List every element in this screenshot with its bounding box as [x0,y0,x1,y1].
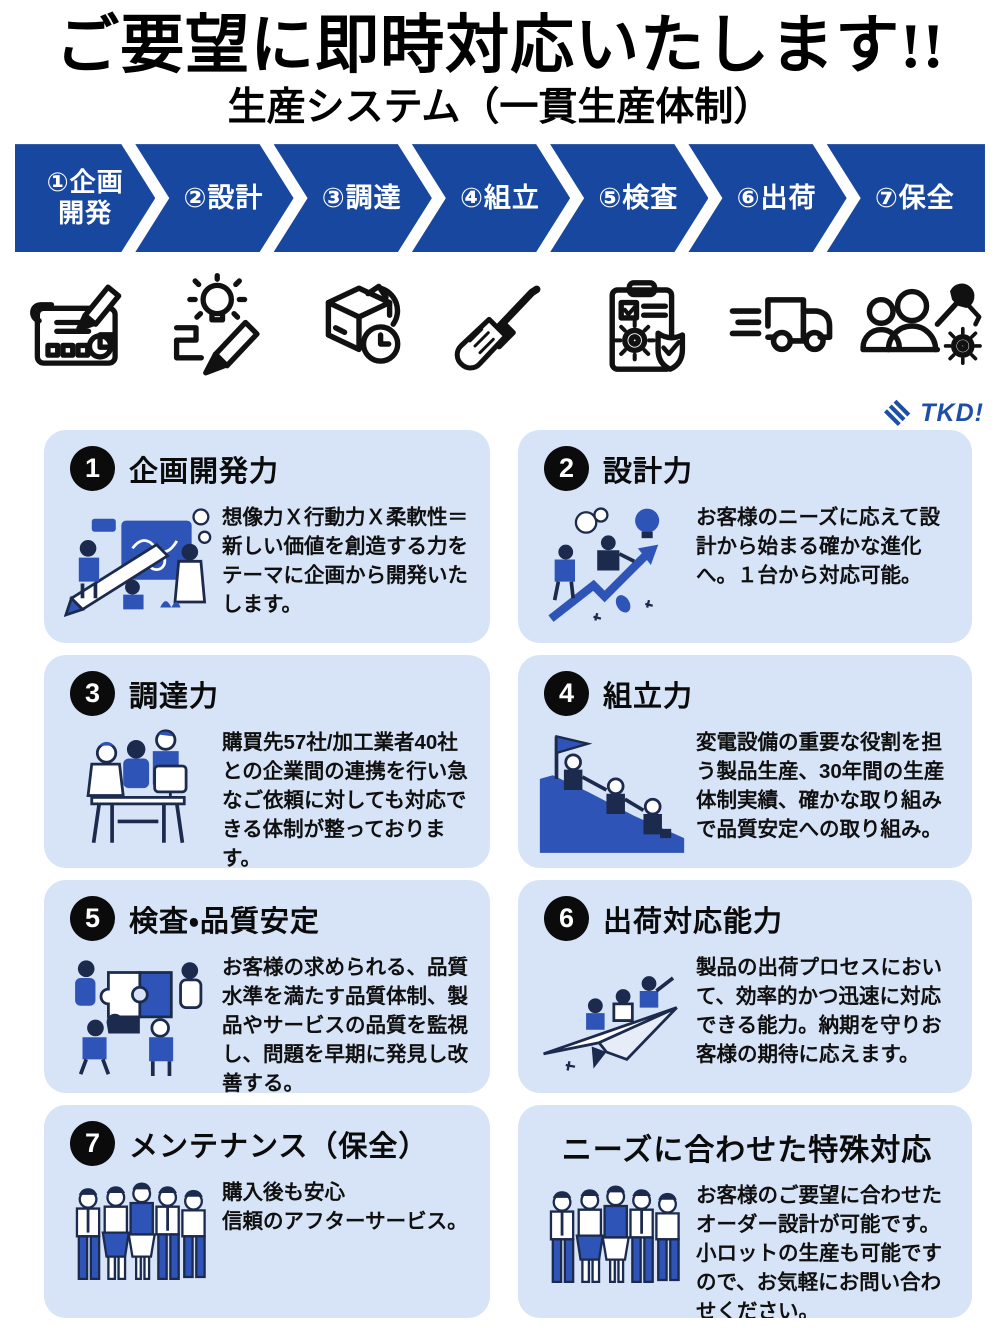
card-text: お客様の求められる、品質水準を満たす品質体制、製品やサービスの品質を監視し、問題… [222,956,468,1093]
step-label: ④組立 [460,182,540,213]
illustration-inspection-image [75,960,203,1077]
card-title: 企画開発力 [129,455,280,488]
card-special-response: ニーズに合わせた特殊対応 [518,1105,972,1318]
process-step-design: ②設計 [135,144,293,252]
card-maintenance: 7 メンテナンス（保全） [44,1105,490,1318]
process-step-assembly: ④組立 [412,144,570,252]
process-step-maintenance: ⑦保全 [826,144,985,253]
step-label: ⑤検査 [598,182,679,213]
step-label: ⑥出荷 [736,182,817,213]
illustration-planning-image [64,508,212,618]
card-title: 出荷対応能力 [603,905,784,938]
step-label: ②設計 [183,182,264,213]
card-title: 組立力 [603,680,694,713]
card-number-badge: 5 [70,896,115,941]
card-text: 想像力Ｘ行動力Ｘ柔軟性＝新しい価値を創造する力をテーマに企画から開発いたします。 [222,506,468,617]
clipboard-gear-shield-icon [570,266,711,386]
card-number-badge: 7 [70,1121,115,1166]
card-design: 2 設計力 お客様のニーズに応えて設計から始まる確かな進化へ。１台から対応可 [518,430,972,643]
card-title: ニーズに合わせた特殊対応 [561,1134,933,1167]
card-number-badge: 2 [544,446,589,491]
process-step-shipping: ⑥出荷 [688,144,846,252]
feature-card-grid: 1 企画開発力 想像力Ｘ行動力Ｘ柔軟性＝ [44,430,972,1318]
card-assembly: 4 組立力 変電設備の重要な役割を担う製品生産、30年間の生産体制実績、確かな取… [518,655,972,868]
card-number-badge: 1 [70,446,115,491]
card-title: 検査・品質安定 [129,905,320,938]
step-label: ⑦保全 [874,182,955,213]
card-procurement: 3 調達力 購買先57社/加工業者40社との企業間の連携を行い急なご依頼に対して… [44,655,490,868]
card-number-badge: 6 [544,896,589,941]
illustration-design-image [548,507,660,622]
process-step-planning: ①企画 開発 [15,144,155,252]
box-clock-icon [289,266,430,386]
card-shipping-capability: 6 出荷対応能力 製品の出荷プロセスにおいて、効率的かつ迅速に対応できる能力。納… [518,880,972,1093]
illustration-procurement-image [86,729,188,843]
illustration-team-image [75,1182,206,1281]
process-step-procurement: ③調達 [274,144,432,252]
illustration-shipping-image [543,976,678,1071]
card-inspection-quality: 5 検査・品質安定 お客様の求められる、品質水準を満たす品質体制、製品やサービス… [44,880,490,1093]
people-tools-icon [851,266,992,386]
card-text: お客様のご要望に合わせたオーダー設計が可能です。小ロットの生産も可能ですので、お… [696,1184,942,1318]
idea-pencil-icon [149,266,290,386]
page-title: ご要望に即時対応いたします!! [55,10,945,81]
card-text: 購買先57社/加工業者40社との企業間の連携を行い急なご依頼に対しても対応できる… [222,731,468,868]
tkd-logo-icon [884,399,911,426]
illustration-team-image [549,1185,680,1284]
page-subtitle: 生産システム（一貫生産体制） [227,86,773,130]
step-label: ①企画 [46,166,124,197]
tkd-logo-text: TKD! [920,398,984,427]
step-label: 開発 [58,198,113,229]
screwdriver-icon [430,266,571,386]
blueprint-pencil-icon [8,266,149,386]
card-title: メンテナンス（保全） [129,1130,429,1163]
card-text: 購入後も安心 信頼のアフターサービス。 [222,1181,468,1234]
process-flow: ①企画 開発 ②設計 ③調達 ④組立 ⑤検査 ⑥出荷 ⑦保全 [15,144,985,253]
card-text: 製品の出荷プロセスにおいて、効率的かつ迅速に対応できる能力。納期を守りお客様の期… [696,956,942,1067]
process-icon-row [8,266,992,386]
card-text: お客様のニーズに応えて設計から始まる確かな進化へ。１台から対応可能。 [696,506,940,588]
card-text: 変電設備の重要な役割を担う製品生産、30年間の生産体制実績、確かな取り組みで品質… [696,731,945,842]
card-title: 調達力 [129,680,220,713]
step-label: ③調達 [321,182,402,213]
delivery-truck-icon [711,266,852,386]
card-planning-development: 1 企画開発力 想像力Ｘ行動力Ｘ柔軟性＝ [44,430,490,643]
process-step-inspection: ⑤検査 [550,144,708,252]
card-title: 設計力 [603,455,694,488]
illustration-assembly-image [539,734,685,853]
tkd-logo: TKD! [880,398,984,428]
card-number-badge: 3 [70,671,115,716]
card-number-badge: 4 [544,671,589,716]
